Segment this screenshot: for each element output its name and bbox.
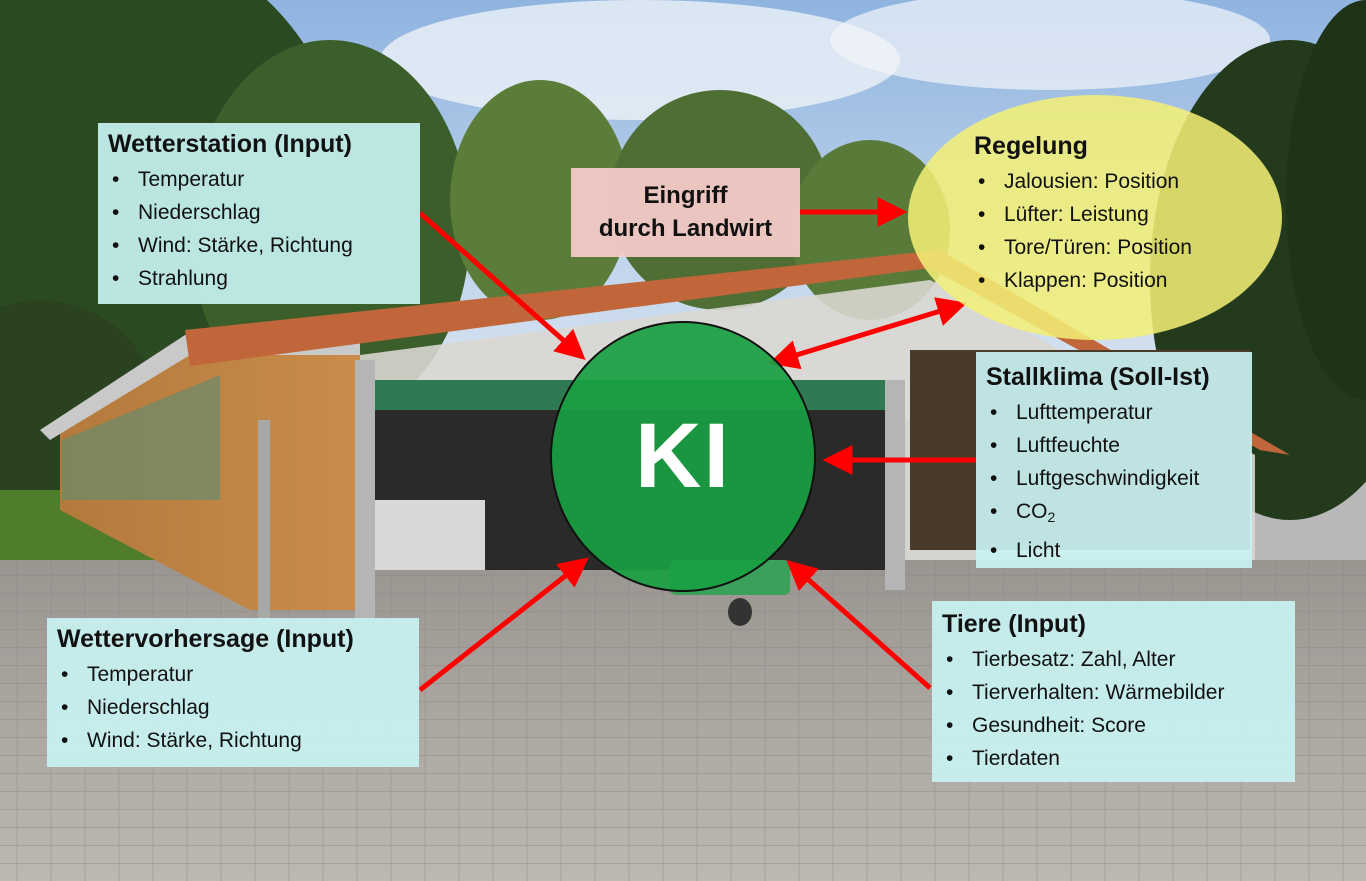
list-item: Wind: Stärke, Richtung [57,724,409,757]
regelung-title: Regelung [974,132,1088,160]
wettervorhersage-list: Temperatur Niederschlag Wind: Stärke, Ri… [57,658,409,757]
wettervorhersage-title: Wettervorhersage (Input) [57,625,354,653]
arrow-ki-regelung-bidirectional [768,297,968,370]
wetterstation-title: Wetterstation (Input) [108,130,352,158]
list-item: Lufttemperatur [986,396,1242,429]
wetterstation-list: Temperatur Niederschlag Wind: Stärke, Ri… [108,163,410,295]
co2-text: CO [1016,500,1048,523]
list-item: Licht [986,534,1242,567]
stallklima-box: Stallklima (Soll-Ist) Lufttemperatur Luf… [976,352,1252,568]
list-item: Tierverhalten: Wärmebilder [942,676,1285,709]
list-item-co2: CO2 [986,495,1242,534]
ki-label: KI [635,405,731,507]
stallklima-list: Lufttemperatur Luftfeuchte Luftgeschwind… [986,396,1242,567]
arrow-tiere-to-ki [786,560,932,690]
list-item: Niederschlag [108,196,410,229]
eingriff-line1: Eingriff [643,182,728,209]
list-item: Jalousien: Position [974,165,1282,198]
regelung-ellipse: Regelung Jalousien: Position Lüfter: Lei… [908,95,1282,340]
co2-subscript: 2 [1047,509,1056,525]
list-item: Temperatur [57,658,409,691]
list-item: Gesundheit: Score [942,709,1285,742]
list-item: Tore/Türen: Position [974,231,1282,264]
arrow-wetterstation-to-ki [418,211,586,360]
list-item: Strahlung [108,262,410,295]
list-item: Tierdaten [942,742,1285,775]
tiere-title: Tiere (Input) [942,610,1086,638]
list-item: Klappen: Position [974,264,1282,297]
list-item: Tierbesatz: Zahl, Alter [942,643,1285,676]
arrow-wettervorhersage-to-ki [418,557,589,692]
list-item: Luftgeschwindigkeit [986,462,1242,495]
eingriff-box: Eingriff durch Landwirt [571,168,800,257]
eingriff-line2: durch Landwirt [598,215,773,242]
list-item: Niederschlag [57,691,409,724]
list-item: Wind: Stärke, Richtung [108,229,410,262]
list-item: Lüfter: Leistung [974,198,1282,231]
stallklima-title: Stallklima (Soll-Ist) [986,363,1210,391]
regelung-list: Jalousien: Position Lüfter: Leistung Tor… [974,165,1282,297]
wetterstation-box: Wetterstation (Input) Temperatur Nieders… [98,123,420,304]
tiere-box: Tiere (Input) Tierbesatz: Zahl, Alter Ti… [932,601,1295,782]
list-item: Luftfeuchte [986,429,1242,462]
list-item: Temperatur [108,163,410,196]
tiere-list: Tierbesatz: Zahl, Alter Tierverhalten: W… [942,643,1285,775]
ki-circle: KI [550,321,816,592]
wettervorhersage-box: Wettervorhersage (Input) Temperatur Nied… [47,618,419,767]
